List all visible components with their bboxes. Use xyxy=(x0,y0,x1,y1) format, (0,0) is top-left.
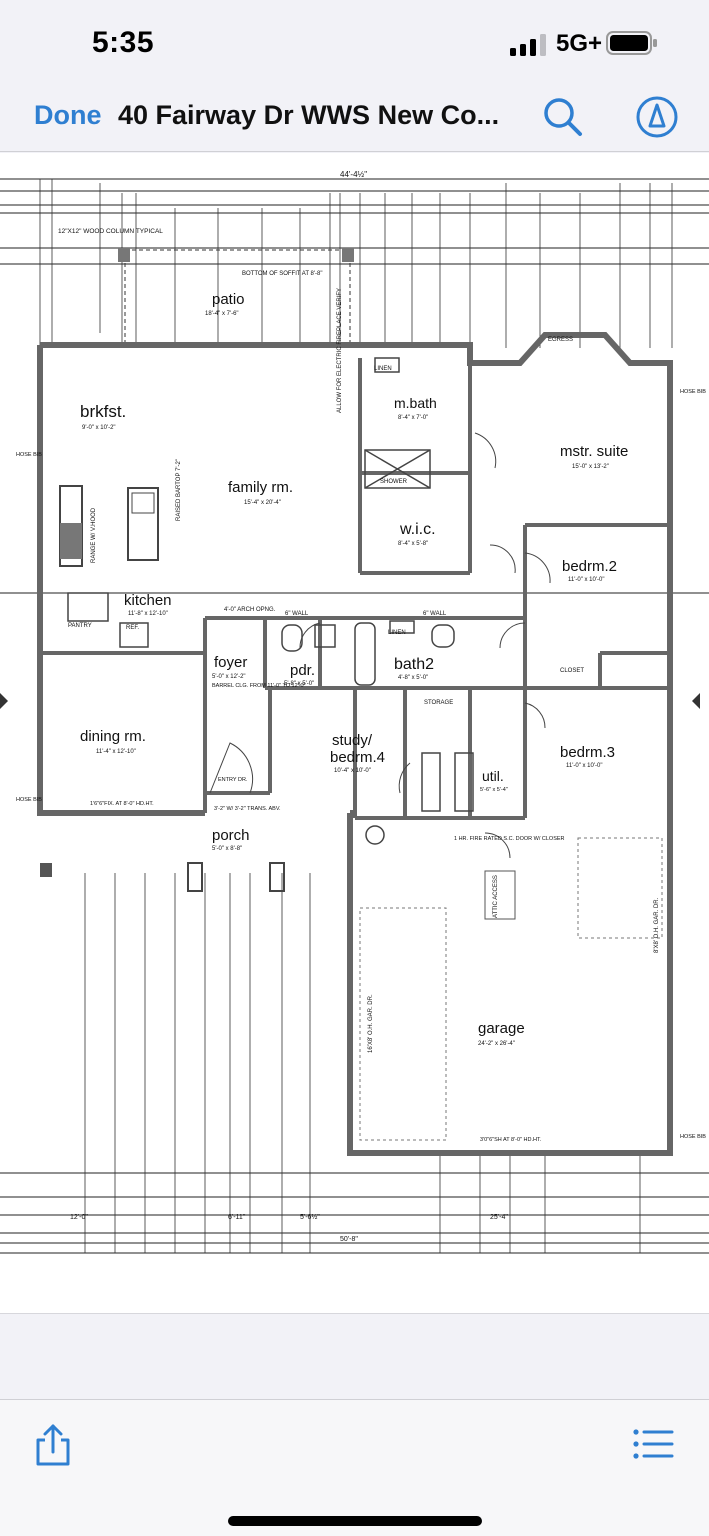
page-gap xyxy=(0,1313,709,1399)
label-util: util. xyxy=(482,768,504,784)
document-page[interactable]: 44'-4½" 12"X12" WOOD COLUMN TYPICAL BOTT… xyxy=(0,153,709,1313)
dim-patio: 18'-4" x 7'-6" xyxy=(205,311,239,317)
note-entry: ENTRY DR. xyxy=(218,777,248,783)
bottom-toolbar xyxy=(0,1399,709,1536)
label-wic: w.i.c. xyxy=(399,521,436,538)
label-family: family rm. xyxy=(228,479,293,496)
label-garage: garage xyxy=(478,1020,525,1037)
dim-kitchen: 11'-8" x 12'-10" xyxy=(128,611,168,617)
battery-icon xyxy=(606,31,657,55)
dim-util: 5'-6" x 5'-4" xyxy=(480,787,508,793)
label-bath2: bath2 xyxy=(394,656,434,673)
search-icon[interactable] xyxy=(540,94,586,140)
markup-pen-icon[interactable] xyxy=(634,94,680,140)
note-soffit-patio: BOTTOM OF SOFFIT AT 8'-8" xyxy=(242,271,323,277)
share-icon[interactable] xyxy=(32,1422,74,1468)
dim-bedrm2: 11'-0" x 10'-0" xyxy=(568,577,604,583)
note-closet-bedrm2: CLOSET xyxy=(560,668,584,674)
document-title: 40 Fairway Dr WWS New Co... xyxy=(118,100,500,130)
dim-dining: 11'-4" x 12'-10" xyxy=(96,749,136,755)
note-window-dining: 1'6"6"FIX. AT 8'-0" HD.HT. xyxy=(90,801,154,807)
dim-wic: 8'-4" x 5'-8" xyxy=(398,541,428,547)
label-kitchen: kitchen xyxy=(124,592,172,609)
dim-mbath: 8'-4" x 7'-0" xyxy=(398,415,428,421)
dim-foyer: 5'-0" x 12'-2" xyxy=(212,674,246,680)
dim-bedrm3: 11'-0" x 10'-0" xyxy=(566,763,602,769)
label-foyer: foyer xyxy=(214,654,247,671)
label-study: study/ xyxy=(332,732,373,749)
note-fireplace: ALLOW FOR ELECTRIC FIREPLACE VERIFY xyxy=(337,288,343,413)
label-porch: porch xyxy=(212,827,250,844)
label-patio: patio xyxy=(212,291,245,308)
note-hose-bib-right2: HOSE BIB xyxy=(680,1134,706,1140)
label-pdr: pdr. xyxy=(290,662,315,679)
dim-bottom-left: 12'-0" xyxy=(70,1214,88,1221)
note-barrel: BARREL CLG. FROM 11'-0" TO 12'-0" xyxy=(212,683,306,689)
note-fire-door: 1 HR. FIRE RATED S.C. DOOR W/ CLOSER xyxy=(454,836,565,842)
dim-bath2: 4'-8" x 5'-0" xyxy=(398,675,428,681)
note-linen-bath2: LINEN xyxy=(388,630,406,636)
dim-bottom-total: 50'-8" xyxy=(340,1236,358,1243)
done-button[interactable]: Done xyxy=(34,100,102,130)
note-storage: STORAGE xyxy=(424,700,453,706)
note-garage-door: 16'X8' O.H. GAR. DR. xyxy=(368,994,374,1053)
dim-bottom-right: 25'-4" xyxy=(490,1214,508,1221)
dim-brkfst: 9'-0" x 10'-2" xyxy=(82,425,116,431)
note-pantry: PANTRY xyxy=(68,623,92,629)
floor-plan-labels: 44'-4½" 12"X12" WOOD COLUMN TYPICAL BOTT… xyxy=(16,170,706,1243)
status-bar: 5:35 5G+ xyxy=(0,0,709,82)
note-raised-bartop: RAISED BARTOP 7'-2" xyxy=(176,459,182,521)
label-bedrm2: bedrm.2 xyxy=(562,558,617,575)
note-attic: ATTIC ACCESS xyxy=(493,875,499,918)
dim-study: 10'-4" x 10'-0" xyxy=(334,768,371,774)
dim-pdr: 5'-8" x 5'-0" xyxy=(284,681,314,687)
signal-strength-icon xyxy=(510,34,546,56)
note-window-garage: 3'0"6"SH AT 8'-0" HD.HT. xyxy=(480,1137,542,1143)
status-time: 5:35 xyxy=(92,26,155,59)
note-hose-bib-left2: HOSE BIB xyxy=(16,797,42,803)
dim-bottom-mid2: 5'-6½" xyxy=(300,1213,320,1221)
note-egress-mstr: EGRESS xyxy=(548,337,573,343)
note-shower: SHOWER xyxy=(380,479,408,485)
dim-top-total: 44'-4½" xyxy=(340,170,367,179)
dim-family: 15'-4" x 20'-4" xyxy=(244,500,281,506)
note-6-wall-b: 6" WALL xyxy=(423,611,447,617)
note-6-wall-a: 6" WALL xyxy=(285,611,309,617)
list-icon[interactable] xyxy=(630,1426,674,1462)
floor-plan-drawing xyxy=(0,178,709,1254)
note-column: 12"X12" WOOD COLUMN TYPICAL xyxy=(58,228,163,235)
label-dining: dining rm. xyxy=(80,728,146,745)
note-linen-mbath: LINEN xyxy=(374,366,392,372)
note-arch: 4'-0" ARCH OPNG. xyxy=(224,607,276,613)
note-garage-door-side: 8'X8' O.H. GAR. DR. xyxy=(654,897,660,953)
label-brkfst: brkfst. xyxy=(80,402,126,421)
label-bedrm3: bedrm.3 xyxy=(560,744,615,761)
note-hose-bib-right: HOSE BIB xyxy=(680,389,706,395)
dim-bottom-mid: 6'-11" xyxy=(228,1214,246,1221)
note-range: RANGE W/ V.HOOD xyxy=(91,507,97,563)
navigation-bar: Done 40 Fairway Dr WWS New Co... xyxy=(0,82,709,152)
home-indicator xyxy=(228,1516,482,1526)
note-trans: 3'-2" W/ 3'-2" TRANS. ABV. xyxy=(214,806,281,812)
network-type: 5G+ xyxy=(556,30,603,57)
dim-porch: 5'-0" x 8'-8" xyxy=(212,846,242,852)
note-ref: REF. xyxy=(126,625,139,631)
label-study-bedrm4: bedrm.4 xyxy=(330,749,385,766)
label-mstr-suite: mstr. suite xyxy=(560,443,628,460)
dim-garage: 24'-2" x 26'-4" xyxy=(478,1041,515,1047)
note-hose-bib-left: HOSE BIB xyxy=(16,452,42,458)
dim-mstr-suite: 15'-0" x 13'-2" xyxy=(572,464,609,470)
label-mbath: m.bath xyxy=(394,395,437,411)
